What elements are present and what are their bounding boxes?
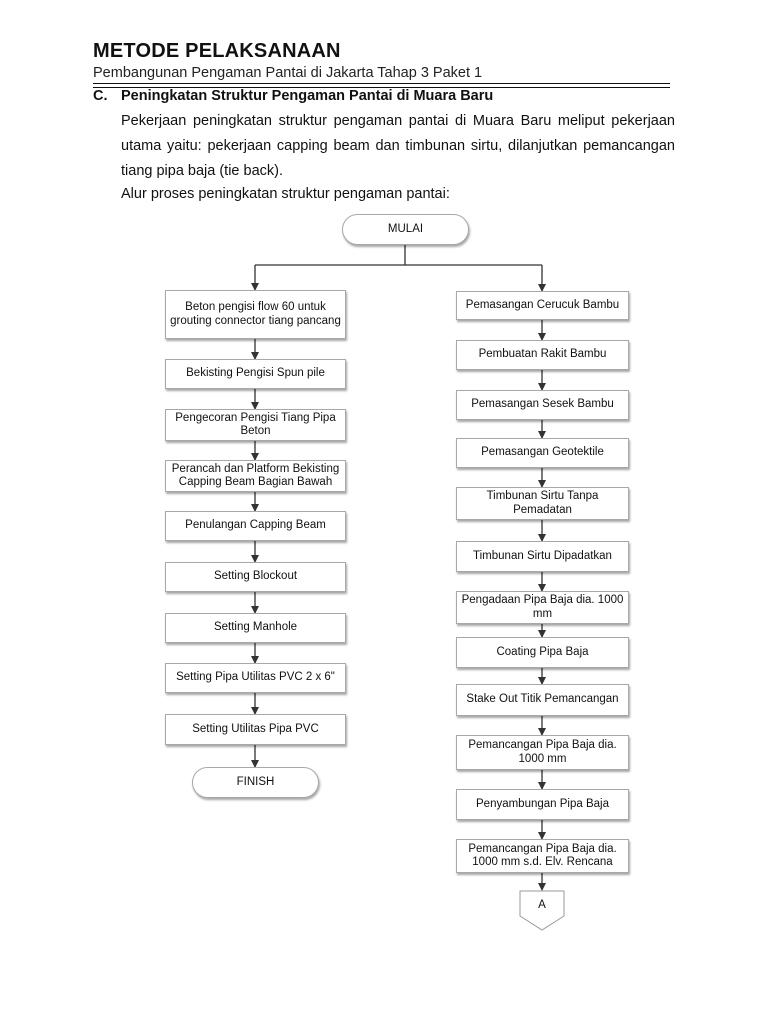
right-step-7: Pengadaan Pipa Baja dia. 1000 mm [456, 591, 629, 624]
right-step-11: Penyambungan Pipa Baja [456, 789, 629, 820]
flowchart-intro: Alur proses peningkatan struktur pengama… [121, 186, 450, 202]
left-step-6: Setting Blockout [165, 562, 346, 592]
section-paragraph: Pekerjaan peningkatan struktur pengaman … [121, 113, 675, 179]
right-step-2: Pembuatan Rakit Bambu [456, 340, 629, 370]
right-step-3: Pemasangan Sesek Bambu [456, 390, 629, 420]
header-rule-top [93, 83, 670, 84]
left-step-8: Setting Pipa Utilitas PVC 2 x 6" [165, 663, 346, 693]
left-step-3: Pengecoran Pengisi Tiang Pipa Beton [165, 409, 346, 441]
page-title: METODE PELAKSANAAN [93, 40, 341, 62]
left-step-1: Beton pengisi flow 60 untuk grouting con… [165, 290, 346, 339]
left-step-4: Perancah dan Platform Bekisting Capping … [165, 460, 346, 492]
left-step-7: Setting Manhole [165, 613, 346, 643]
right-step-10: Pemancangan Pipa Baja dia. 1000 mm [456, 735, 629, 770]
right-step-6: Timbunan Sirtu Dipadatkan [456, 541, 629, 572]
offpage-connector-shape [519, 890, 565, 931]
page-subtitle: Pembangunan Pengaman Pantai di Jakarta T… [93, 65, 483, 81]
left-step-5: Penulangan Capping Beam [165, 511, 346, 541]
left-step-2: Bekisting Pengisi Spun pile [165, 359, 346, 389]
section-heading: C. Peningkatan Struktur Pengaman Pantai d… [93, 88, 493, 104]
left-step-9: Setting Utilitas Pipa PVC [165, 714, 346, 745]
section-number: C. [93, 88, 108, 104]
right-step-8: Coating Pipa Baja [456, 637, 629, 668]
section-heading-text: Peningkatan Struktur Pengaman Pantai di … [121, 88, 494, 104]
right-step-4: Pemasangan Geotektile [456, 438, 629, 468]
right-step-9: Stake Out Titik Pemancangan [456, 684, 629, 716]
right-step-12: Pemancangan Pipa Baja dia. 1000 mm s.d. … [456, 839, 629, 873]
offpage-connector-label: A [538, 899, 546, 911]
right-step-1: Pemasangan Cerucuk Bambu [456, 291, 629, 320]
finish-terminator: FINISH [192, 767, 319, 798]
header-rule-bottom [93, 87, 670, 88]
right-step-5: Timbunan Sirtu Tanpa Pemadatan [456, 487, 629, 520]
start-terminator: MULAI [342, 214, 469, 245]
